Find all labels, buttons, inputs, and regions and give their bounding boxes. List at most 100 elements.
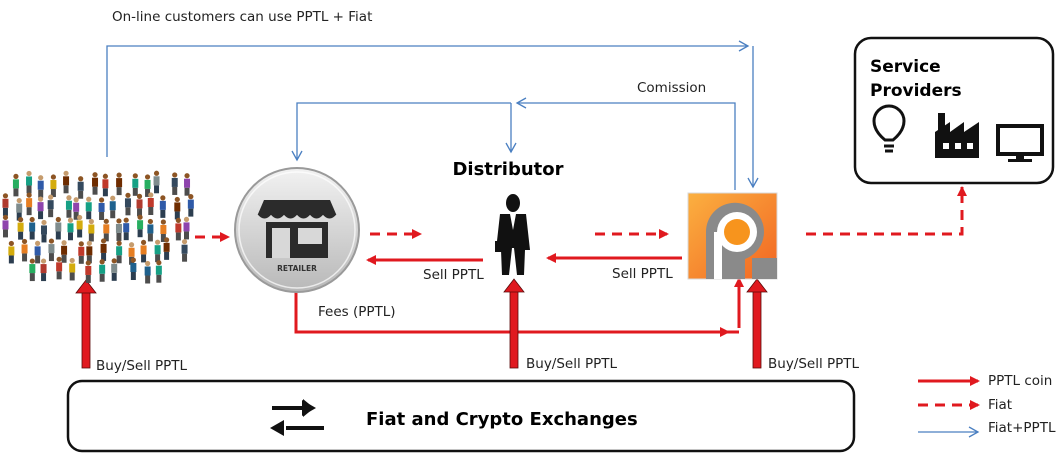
online-customers-label: On-line customers can use PPTL + Fiat bbox=[112, 9, 372, 25]
crowd-person bbox=[26, 192, 33, 216]
crowd-person bbox=[123, 217, 130, 241]
crowd-person bbox=[47, 194, 54, 218]
crowd-person bbox=[163, 237, 170, 260]
exchanges-label: Fiat and Crypto Exchanges bbox=[366, 409, 638, 430]
buy-sell-platform-label: Buy/Sell PPTL bbox=[768, 356, 860, 372]
crowd-person bbox=[181, 239, 188, 262]
arrow-distributor-buy-sell bbox=[503, 278, 525, 369]
legend-fiat-label: Fiat bbox=[988, 397, 1012, 413]
crowd-person bbox=[111, 258, 118, 281]
crowd-person bbox=[103, 218, 110, 242]
buy-sell-customers-label: Buy/Sell PPTL bbox=[96, 358, 188, 374]
crowd-person bbox=[34, 240, 41, 264]
crowd-person bbox=[92, 172, 99, 195]
legend-fiat-pptl-label: Fiat+PPTL bbox=[988, 420, 1056, 436]
crowd-person bbox=[115, 218, 122, 241]
buy-sell-distributor-label: Buy/Sell PPTL bbox=[526, 356, 618, 372]
crowd-person bbox=[187, 194, 194, 217]
crowd-person bbox=[132, 173, 139, 196]
crowd-person bbox=[61, 240, 68, 263]
retailer-label: RETAILER bbox=[277, 264, 317, 273]
crowd-person bbox=[17, 217, 24, 240]
crowd-person bbox=[76, 214, 83, 238]
service-providers-box: Service Providers bbox=[853, 36, 1055, 185]
crowd-person bbox=[102, 173, 109, 197]
crowd-person bbox=[171, 172, 178, 195]
crowd-person bbox=[175, 217, 182, 241]
crowd-person bbox=[85, 196, 92, 220]
crowd-person bbox=[137, 214, 144, 238]
exchange-arrows-icon bbox=[270, 399, 324, 436]
pptl-flows bbox=[294, 253, 744, 337]
sell-pptl-retailer-label: Sell PPTL bbox=[423, 267, 484, 283]
crowd-person bbox=[144, 260, 151, 284]
commission-label: Comission bbox=[637, 80, 706, 96]
crowd-person bbox=[116, 172, 123, 196]
crowd-person bbox=[2, 214, 9, 238]
crowd-icon bbox=[2, 170, 194, 284]
crowd-person bbox=[160, 219, 167, 242]
crowd-person bbox=[100, 238, 107, 261]
fiat-flows bbox=[195, 186, 967, 242]
flow-platform-to-services-fiat bbox=[806, 186, 967, 236]
crowd-person bbox=[56, 256, 63, 280]
flow-fees bbox=[294, 292, 730, 337]
crowd-person bbox=[16, 197, 23, 221]
crowd-person bbox=[29, 258, 36, 282]
crowd-person bbox=[124, 192, 131, 216]
flow-commission bbox=[515, 97, 736, 190]
sell-pptl-distributor-label: Sell PPTL bbox=[612, 266, 673, 282]
platform-logo-icon bbox=[687, 192, 778, 280]
flow-commission-to-retailer bbox=[291, 102, 511, 162]
crowd-person bbox=[8, 240, 15, 264]
crowd-person bbox=[86, 240, 93, 264]
crowd-person bbox=[174, 196, 181, 220]
crowd-person bbox=[147, 218, 154, 242]
crowd-person bbox=[153, 170, 160, 194]
service-providers-title-line1: Service bbox=[870, 57, 941, 77]
crowd-person bbox=[40, 219, 47, 243]
crowd-person bbox=[155, 260, 162, 283]
crowd-person bbox=[85, 260, 92, 283]
crowd-person bbox=[73, 197, 80, 220]
crowd-person bbox=[63, 170, 70, 194]
crowd-person bbox=[40, 258, 47, 282]
crowd-person bbox=[140, 239, 147, 263]
crowd-person bbox=[78, 241, 85, 264]
exchanges-box: Fiat and Crypto Exchanges bbox=[66, 379, 856, 453]
crowd-person bbox=[37, 196, 44, 220]
service-providers-title-line2: Providers bbox=[870, 81, 962, 101]
crowd-person bbox=[67, 217, 74, 241]
retailer-store-icon: RETAILER bbox=[234, 167, 360, 293]
crowd-person bbox=[183, 216, 190, 240]
fees-label: Fees (PPTL) bbox=[318, 304, 396, 320]
legend: PPTL coin Fiat Fiat+PPTL bbox=[918, 373, 1056, 438]
crowd-person bbox=[99, 259, 106, 282]
crowd-person bbox=[159, 195, 166, 218]
crowd-person bbox=[130, 257, 137, 281]
arrow-customers-buy-sell bbox=[75, 279, 97, 369]
factory-icon bbox=[935, 113, 979, 158]
crowd-person bbox=[50, 174, 57, 198]
crowd-person bbox=[154, 239, 161, 263]
crowd-person bbox=[65, 195, 72, 218]
lightbulb-icon bbox=[872, 104, 906, 153]
crowd-person bbox=[98, 197, 105, 220]
crowd-person bbox=[147, 192, 154, 216]
flow-customers-to-platform bbox=[106, 40, 750, 157]
crowd-person bbox=[77, 176, 84, 199]
crowd-person bbox=[21, 238, 28, 262]
crowd-person bbox=[116, 240, 123, 264]
fiat-pptl-flows bbox=[106, 40, 759, 190]
buy-sell-arrows bbox=[75, 278, 768, 369]
crowd-person bbox=[2, 193, 9, 216]
crowd-person bbox=[12, 173, 19, 197]
crowd-person bbox=[48, 238, 55, 262]
crowd-person bbox=[55, 216, 62, 240]
crowd-person bbox=[144, 174, 151, 197]
distributor-person-icon bbox=[495, 194, 530, 275]
crowd-person bbox=[184, 173, 191, 196]
monitor-icon bbox=[996, 124, 1044, 162]
crowd-person bbox=[26, 170, 33, 194]
